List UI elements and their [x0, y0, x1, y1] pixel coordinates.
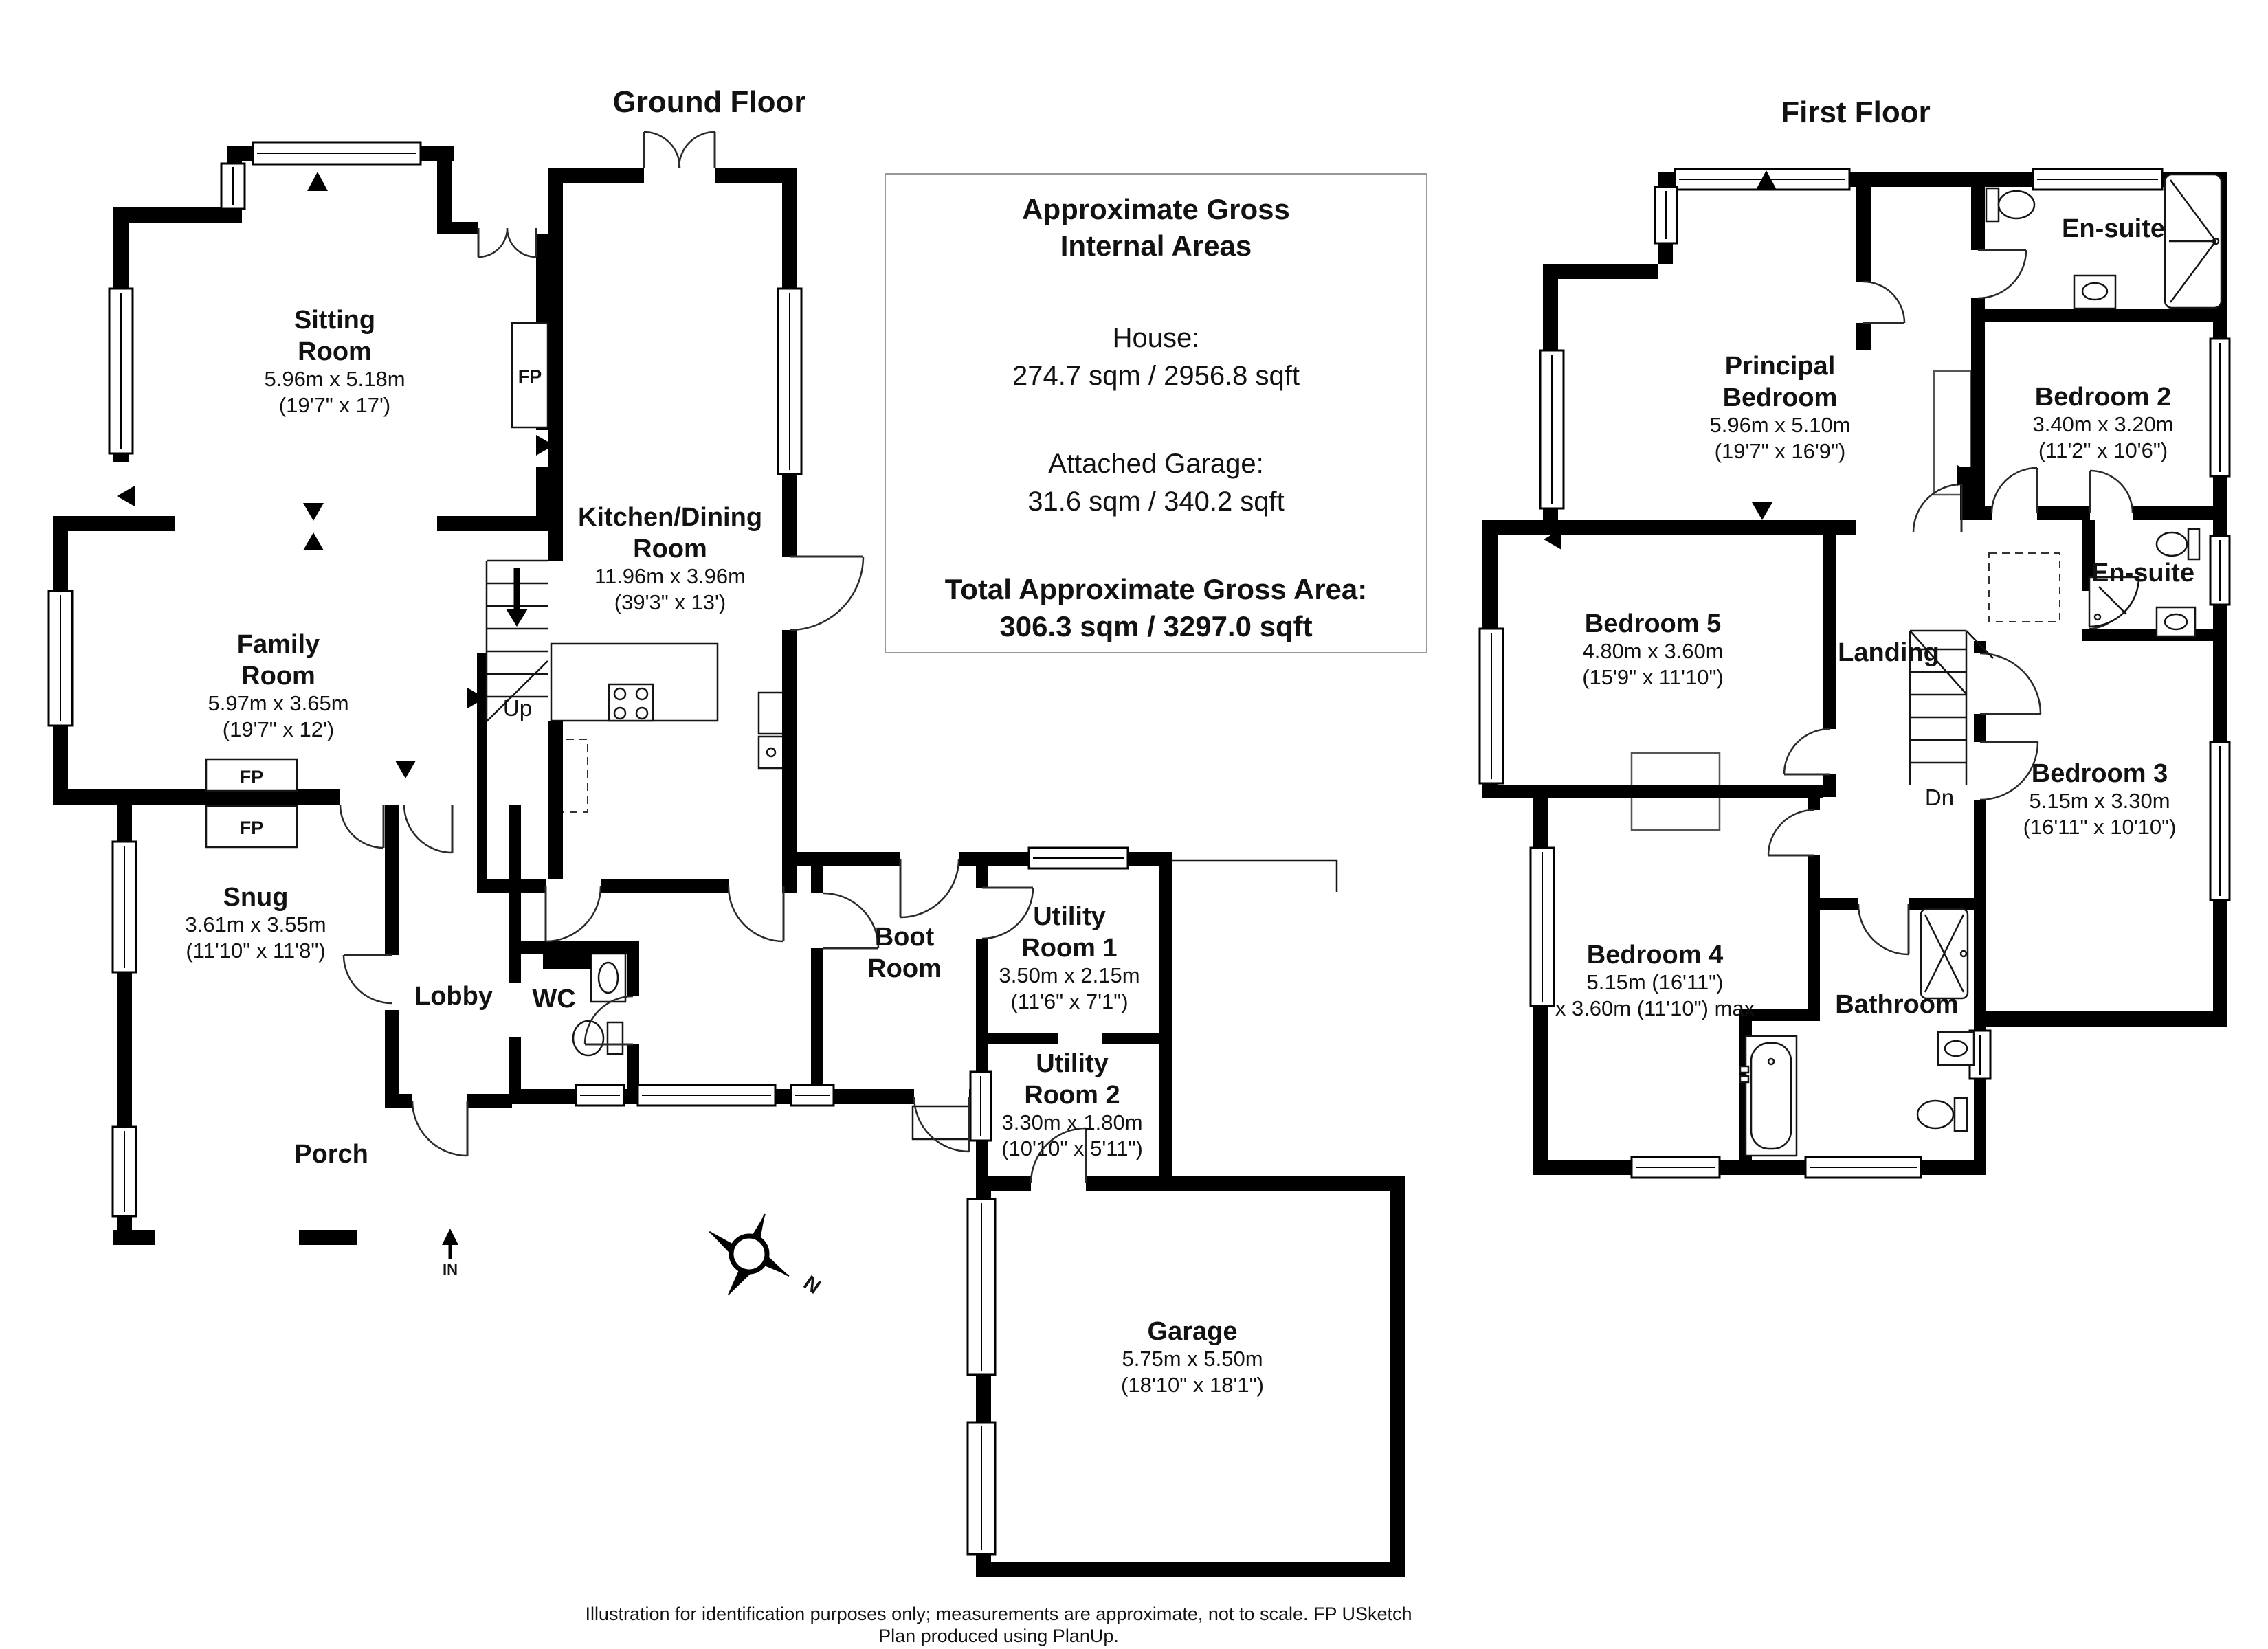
label-entrance-in: IN: [443, 1261, 458, 1278]
kitchen-garden-door: [789, 555, 865, 631]
label-fp-family: FP: [240, 767, 264, 787]
label-compass-n: N: [799, 1271, 825, 1298]
info-total-label: Total Approximate Gross Area:: [945, 573, 1368, 605]
hall-corridor-door: [544, 886, 602, 943]
room-label-wc: WC: [532, 985, 575, 1013]
first-floor-plan: [1478, 168, 2231, 1179]
info-total-value: 306.3 sqm / 3297.0 sqft: [999, 610, 1312, 642]
label-fp-sitting: FP: [518, 366, 542, 387]
fireplace-family: [205, 758, 298, 792]
kitchen-corridor-door: [727, 886, 785, 943]
stairs-down: [1909, 629, 1994, 785]
ensuite1-fixtures: [1985, 173, 2223, 310]
room-label-bathroom: Bathroom: [1835, 990, 1958, 1019]
boot-room-exit-door: [913, 1096, 970, 1153]
kitchen-sink-unit: [757, 691, 785, 770]
ground-floor-windows: [47, 141, 1129, 1556]
wc-door: [583, 995, 634, 1046]
ensuite2-fixtures: [2088, 528, 2201, 638]
compass-icon: [709, 1213, 790, 1296]
ground-floor-doors: [339, 131, 1087, 1184]
room-label-en-suite-2: En-suite: [2091, 559, 2194, 587]
lobby-top-door: [403, 804, 454, 854]
room-label-landing: Landing: [1838, 638, 1939, 667]
utility1-door: [981, 886, 1034, 940]
dressing-wardrobe-dashed: [1988, 552, 2060, 622]
info-garage-value: 31.6 sqm / 340.2 sqft: [1027, 486, 1285, 517]
bedroom4-door: [1767, 809, 1814, 857]
opening-markers-first: [1544, 170, 1975, 550]
entrance-arrow: [442, 1229, 458, 1259]
first-floor-windows: [1478, 168, 2231, 1179]
kitchen-dashed-storage: [553, 739, 588, 813]
room-label-lobby: Lobby: [414, 982, 493, 1011]
info-house-value: 274.7 sqm / 2956.8 sqft: [1012, 361, 1300, 391]
wc-sink: [590, 952, 627, 1003]
dressing-door: [2089, 469, 2134, 514]
info-garage-label: Attached Garage:: [1048, 449, 1264, 479]
lobby-porch-door: [411, 1100, 469, 1157]
utility2-garage-door: [1030, 1127, 1087, 1184]
room-label-en-suite-1: En-suite: [2062, 214, 2165, 243]
bathroom-door: [1857, 904, 1910, 956]
wc-toilet: [572, 1020, 624, 1057]
ground-floor-plan: [47, 131, 1405, 1577]
back-door: [899, 858, 960, 919]
ensuite1-door: [1977, 249, 2027, 300]
landing-corridor-door: [1912, 483, 1963, 533]
info-box: Approximate Gross Internal Areas House: …: [885, 173, 1427, 653]
label-fp-snug: FP: [240, 818, 264, 838]
info-title-line2: Internal Areas: [1060, 229, 1252, 262]
first-floor-title: First Floor: [1781, 96, 1931, 129]
fireplace-snug: [205, 805, 298, 849]
disclaimer-line2: Plan produced using PlanUp.: [878, 1626, 1119, 1646]
lobby-snug-door: [342, 954, 392, 1005]
label-stairs-up: Up: [503, 695, 532, 721]
kitchen-island-counter: [550, 642, 719, 722]
label-stairs-down: Dn: [1925, 785, 1954, 810]
first-floor-doors: [1767, 249, 2134, 956]
principal-bedroom-door: [1863, 280, 1906, 324]
bedroom3-door-lower: [1979, 741, 2039, 801]
boot-room-door: [823, 892, 880, 950]
room-label-porch: Porch: [294, 1140, 368, 1169]
bedroom3-door-upper: [1979, 652, 2042, 715]
bedroom2-door: [1990, 467, 2038, 514]
bathroom-fixtures: [1739, 908, 1975, 1157]
sitting-double-doors: [477, 227, 537, 258]
bedroom5-door: [1783, 728, 1830, 776]
stairs-up: [485, 559, 548, 722]
ground-floor-title: Ground Floor: [612, 85, 805, 119]
french-doors: [643, 131, 716, 168]
snug-door: [339, 804, 385, 849]
fireplace-sitting: [511, 322, 549, 429]
info-title-line1: Approximate Gross: [1022, 193, 1290, 225]
info-house-label: House:: [1113, 323, 1200, 353]
disclaimer-line1: Illustration for identification purposes…: [585, 1604, 1412, 1624]
opening-markers-ground: [117, 172, 554, 778]
